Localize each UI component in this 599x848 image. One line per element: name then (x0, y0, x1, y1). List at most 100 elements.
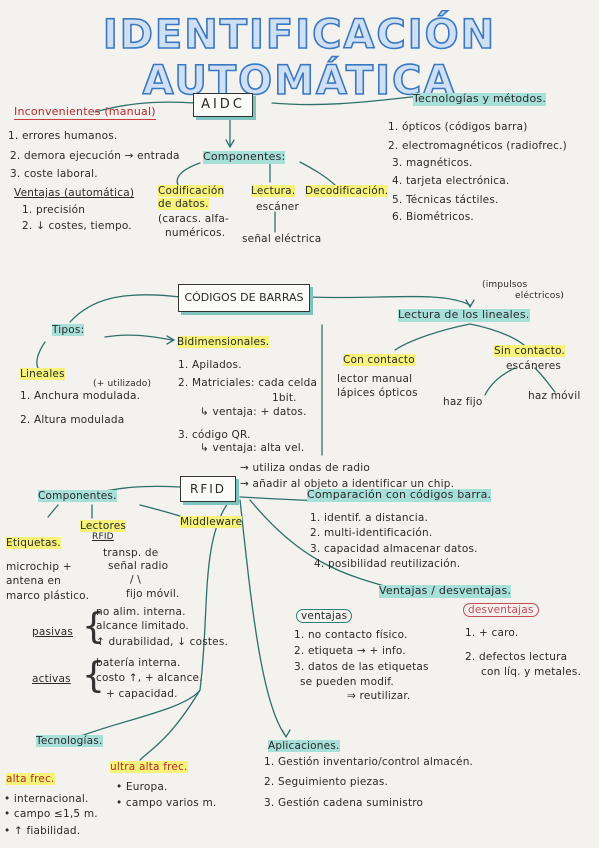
inconvenientes-item-2: 2. demora ejecución → entrada (10, 150, 180, 162)
inconvenientes-title: Inconvenientes (manual) (14, 105, 156, 120)
aplicaciones-item-2: 2. Seguimiento piezas. (264, 776, 389, 788)
desventajas-item-1: 1. + caro. (465, 627, 519, 639)
alta-frecuencia-item-1: • internacional. (4, 793, 89, 805)
lineales-item-2: 2. Altura modulada (20, 414, 125, 426)
codigos-barras-box: CÓDIGOS DE BARRAS (178, 284, 310, 312)
codificacion-note-2: numéricos. (165, 227, 226, 239)
alta-frecuencia-item-2: • campo ≤1,5 m. (4, 808, 98, 820)
activas-item-3: + capacidad. (106, 688, 178, 700)
comparacion-item-4: 4. posibilidad reutilización. (314, 558, 461, 570)
comparacion-item-1: 1. identif. a distancia. (310, 512, 428, 524)
aplicaciones-item-1: 1. Gestión inventario/control almacén. (264, 756, 474, 768)
senal-electrica-label: señal eléctrica (242, 233, 322, 245)
tecnologia-item-5: 5. Técnicas táctiles. (392, 194, 499, 206)
comparacion-title: Comparación con códigos barra. (307, 488, 492, 502)
activas-label: activas (32, 673, 71, 685)
comparacion-item-3: 3. capacidad almacenar datos. (310, 543, 478, 555)
lectores-desc-2: señal radio (108, 560, 169, 572)
lectura-lineales-title: Lectura de los lineales. (398, 308, 530, 322)
con-contacto-label: Con contacto (343, 354, 415, 367)
ultra-alta-item-1: • Europa. (116, 781, 168, 793)
impulsos-note: (impulsos (482, 280, 528, 290)
lectores-rfid-label: RFID (92, 532, 114, 542)
etiquetas-desc-3: marco plástico. (6, 590, 90, 602)
tecnologia-item-3: 3. magnéticos. (392, 157, 473, 169)
bidim-item-1: 1. Apilados. (178, 359, 242, 371)
bidim-item-2c: ↳ ventaja: + datos. (200, 406, 307, 418)
codificacion-label-2: de datos. (158, 198, 209, 211)
tecnologias-metodos-title: Tecnologías y métodos. (413, 92, 547, 106)
ventajas-rfid-item-3: 3. datos de las etiquetas (294, 661, 429, 673)
pasivas-item-1: no alim. interna. (96, 606, 186, 618)
haz-fijo-label: haz fijo (443, 396, 483, 408)
lineales-item-1: 1. Anchura modulada. (20, 390, 141, 402)
bidimensionales-label: Bidimensionales. (177, 336, 270, 349)
comparacion-item-2: 2. multi-identificación. (310, 527, 433, 539)
desventajas-item-3: con líq. y metales. (481, 666, 582, 678)
decodificacion-label: Decodificación. (305, 185, 389, 198)
rfid-box-label: RFID (189, 482, 227, 496)
bidim-item-2b: 1bit. (272, 392, 297, 404)
lineales-label: Lineales (20, 368, 65, 381)
ventajas-automatica-item-1: 1. precisión (22, 204, 86, 216)
ventajas-rfid-label: ventajas (296, 609, 353, 624)
lectores-desc-4: fijo móvil. (126, 588, 180, 600)
escaneres-label: escáneres (506, 360, 562, 372)
ventajas-desventajas-title: Ventajas / desventajas. (379, 584, 512, 598)
rfid-tecnologias-label: Tecnologías. (36, 735, 103, 748)
pasivas-item-2: alcance limitado. (96, 620, 189, 632)
aidc-componentes-label: Componentes: (203, 150, 286, 164)
rfid-componentes-label: Componentes. (38, 490, 117, 503)
rfid-arrow-1: → utiliza ondas de radio (240, 462, 370, 474)
ventajas-rfid-item-1: 1. no contacto físico. (294, 629, 408, 641)
inconvenientes-item-3: 3. coste laboral. (10, 168, 98, 180)
etiquetas-label: Etiquetas. (6, 537, 61, 550)
haz-movil-label: haz móvil (528, 390, 581, 402)
activas-item-1: batería interna. (96, 657, 181, 669)
impulsos-note-2: eléctricos) (515, 291, 565, 301)
con-contacto-item-2: lápices ópticos (337, 387, 418, 399)
middleware-label: Middleware (180, 516, 243, 529)
ventajas-rfid-reutilizar: ⇒ reutilizar. (347, 690, 411, 702)
ventajas-rfid-item-2: 2. etiqueta → + info. (294, 645, 406, 657)
ultra-alta-frecuencia-label: ultra alta frec. (110, 761, 188, 774)
codificacion-note-1: (caracs. alfa- (158, 213, 230, 225)
bidim-item-2: 2. Matriciales: cada celda (178, 377, 318, 389)
aplicaciones-label: Aplicaciones. (268, 740, 340, 753)
ultra-alta-item-2: • campo varios m. (116, 797, 217, 809)
tecnologia-item-4: 4. tarjeta electrónica. (392, 175, 510, 187)
inconvenientes-item-1: 1. errores humanos. (8, 130, 118, 142)
alta-frecuencia-label: alta frec. (6, 773, 55, 786)
pasivas-item-3: ↑ durabilidad, ↓ costes. (96, 636, 229, 648)
lectores-desc-3: / \ (130, 574, 142, 586)
alta-frecuencia-item-3: • ↑ fiabilidad. (4, 825, 81, 837)
codigos-barras-box-label: CÓDIGOS DE BARRAS (184, 291, 304, 304)
aidc-box-label: AIDC (201, 97, 245, 112)
escaner-label: escáner (256, 201, 299, 213)
lectura-label: Lectura. (251, 185, 296, 198)
bidim-item-3b: ↳ ventaja: alta vel. (200, 442, 305, 454)
pasivas-brace: { (82, 606, 106, 647)
tecnologia-item-2: 2. electromagnéticos (radiofrec.) (388, 140, 567, 152)
activas-brace: { (82, 655, 106, 696)
ventajas-automatica-item-2: 2. ↓ costes, tiempo. (22, 220, 132, 232)
desventajas-item-2: 2. defectos lectura (465, 651, 568, 663)
lineales-note: (+ utilizado) (93, 379, 152, 389)
tecnologia-item-1: 1. ópticos (códigos barra) (388, 121, 528, 133)
page-title: IDENTIFICACIÓN AUTOMÁTICA (102, 11, 497, 105)
bidim-item-3: 3. código QR. (178, 429, 251, 441)
ventajas-rfid-item-4: se pueden modif. (300, 676, 394, 688)
rfid-arrow-2: → añadir al objeto a identificar un chip… (240, 478, 455, 490)
desventajas-label: desventajas (463, 603, 539, 618)
etiquetas-desc-1: microchip + (6, 561, 72, 573)
ventajas-automatica-title: Ventajas (automática) (14, 187, 135, 199)
tecnologia-item-6: 6. Biométricos. (392, 211, 474, 223)
lectores-desc-1: transp. de (103, 547, 159, 559)
lectores-label: Lectores (80, 520, 127, 533)
aplicaciones-item-3: 3. Gestión cadena suministro (264, 797, 424, 809)
pasivas-label: pasivas (32, 626, 74, 638)
rfid-box: RFID (180, 476, 236, 502)
tipos-label: Tipos: (52, 324, 85, 337)
sin-contacto-label: Sin contacto. (494, 345, 566, 358)
aidc-box: AIDC (193, 93, 253, 117)
